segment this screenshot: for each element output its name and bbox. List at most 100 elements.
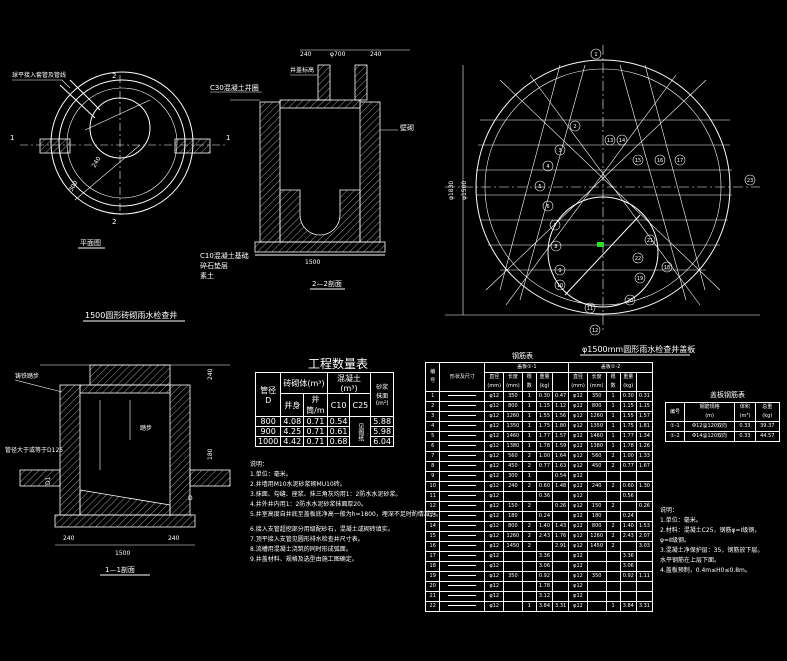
rebar-mark-label: 23 [747, 178, 753, 184]
cell: 1.56 [552, 411, 570, 422]
rebar-mark-circle [590, 48, 602, 60]
cell: 0.30 [535, 391, 554, 402]
cell: 180 [586, 511, 607, 522]
rt-h5d [635, 372, 654, 392]
cell: 1 [521, 391, 537, 402]
cell: 0.71 [303, 426, 328, 437]
cell: 0.77 [535, 461, 554, 472]
qt-h2: 混凝土(m³) [326, 372, 372, 394]
rebar-shape-icon [439, 541, 486, 552]
rebar-mark-label: 7 [553, 223, 556, 229]
rebar-shape-icon [439, 531, 486, 542]
rebar-shape-icon [439, 491, 486, 502]
rt-h3: 长度 (mm) [503, 372, 523, 392]
cell: 2.07 [635, 531, 654, 542]
mark-d1: D1 [45, 476, 52, 485]
cell [635, 471, 654, 482]
cell: φ12 [568, 531, 588, 542]
cell: φ12 [484, 581, 505, 592]
plan-title: 平面图 [80, 239, 101, 247]
cell [552, 561, 570, 572]
rebar-mark-circle [604, 134, 616, 146]
cell: 180 [503, 511, 523, 522]
cell: 1.80 [552, 421, 570, 432]
cell: 1.81 [635, 421, 654, 432]
cell [552, 551, 570, 562]
cell: 0.33 [734, 431, 756, 442]
cell: Φ12@120双向 [683, 421, 736, 432]
dim-bottom-1: 240 [63, 535, 75, 542]
cell: φ12 [484, 471, 505, 482]
cell: 1 [521, 421, 537, 432]
cell: 5 [424, 431, 441, 442]
plan-callout: 球平接入套管及管线 [12, 71, 66, 79]
table-row: ①-1 Φ12@120双向 0.33 39.37 [665, 421, 781, 432]
cell: 1 [605, 431, 621, 442]
cell: φ12 [568, 431, 588, 442]
cell: 3.03 [635, 541, 654, 552]
rebar-mark-circle [632, 252, 644, 264]
cell [619, 501, 637, 512]
cell [521, 491, 537, 502]
note-left-8: 8.流槽用混凝土浇筑的同时形成弧面。 [250, 545, 352, 553]
cell: 0.36 [535, 491, 554, 502]
cell: 1.15 [535, 401, 554, 412]
wall-label: 壁砌 [400, 123, 414, 132]
cell: 450 [503, 461, 523, 472]
cell: 13 [424, 511, 441, 522]
section-1-1-title: 1—1剖面 [105, 565, 135, 574]
rebar-mark-label: 12 [592, 328, 598, 334]
note-left-7: 7.顶平接入支管见圆形排水检查井尺寸表。 [250, 535, 364, 543]
cell [503, 581, 523, 592]
cell: 560 [503, 451, 523, 462]
note-left-4: 4.井外井内用1：2防水水泥砂浆抹面厚20。 [250, 500, 367, 508]
cell [635, 561, 654, 572]
section-mark-left: 1 [10, 134, 14, 142]
table-row: ①-2 Φ14@120双向 0.33 44.57 [665, 431, 781, 442]
cell: 2.43 [619, 531, 637, 542]
rebar-shape-icon [439, 481, 486, 492]
cell: 1.33 [635, 451, 654, 462]
cell: 800 [586, 401, 607, 412]
cell: φ12 [568, 411, 588, 422]
slab-table-title: 盖板钢筋表 [710, 391, 745, 399]
section-mark-bottom: 2 [112, 218, 116, 226]
rebar-shape-icon [439, 461, 486, 472]
cell: 1.57 [635, 411, 654, 422]
plan-dim-1: 300 [68, 179, 80, 193]
dim-bottom-3: 1500 [115, 550, 130, 557]
cell: φ12 [568, 401, 588, 412]
rebar-mark-label: 13 [607, 138, 613, 144]
qt-sh1: 井筒/m [303, 393, 328, 417]
cell: 0.26 [635, 501, 654, 512]
cell: 20 [424, 581, 441, 592]
cell: 1 [605, 441, 621, 452]
notes-left: 说明： 1.单位：毫米。 2.井墙用M10水泥砂浆砌MU10砖。 3.抹面、勾缝… [250, 460, 442, 563]
cell: 2.91 [552, 541, 570, 552]
cell: 0.31 [635, 391, 654, 402]
cell: φ12 [568, 511, 588, 522]
cell: 1.26 [635, 441, 654, 452]
cell: 1.40 [619, 521, 637, 532]
rebar-mark-label: 8 [554, 244, 557, 250]
cell [605, 561, 621, 572]
cell: 1 [521, 601, 537, 612]
note-left-2: 2.井墙用M10水泥砂浆砌MU10砖。 [250, 480, 346, 488]
cell [635, 591, 654, 602]
cell: 1 [521, 401, 537, 412]
rebar-mark-circle [542, 160, 554, 172]
rebar-mark-label: 4 [546, 164, 549, 170]
cell [605, 591, 621, 602]
rt-group2: 盖板①-2 [568, 362, 653, 373]
plan-view: 球平接入套管及管线 平面图 300 240 2 2 1 1 [10, 71, 230, 249]
cell: 2 [521, 541, 537, 552]
cell: 1460 [586, 431, 607, 442]
cell: φ12 [484, 431, 505, 442]
cell: 350 [586, 571, 607, 582]
cell: 1.48 [552, 481, 570, 492]
bottom-label-3: 素土 [200, 271, 214, 280]
cell: 0.33 [734, 421, 756, 432]
